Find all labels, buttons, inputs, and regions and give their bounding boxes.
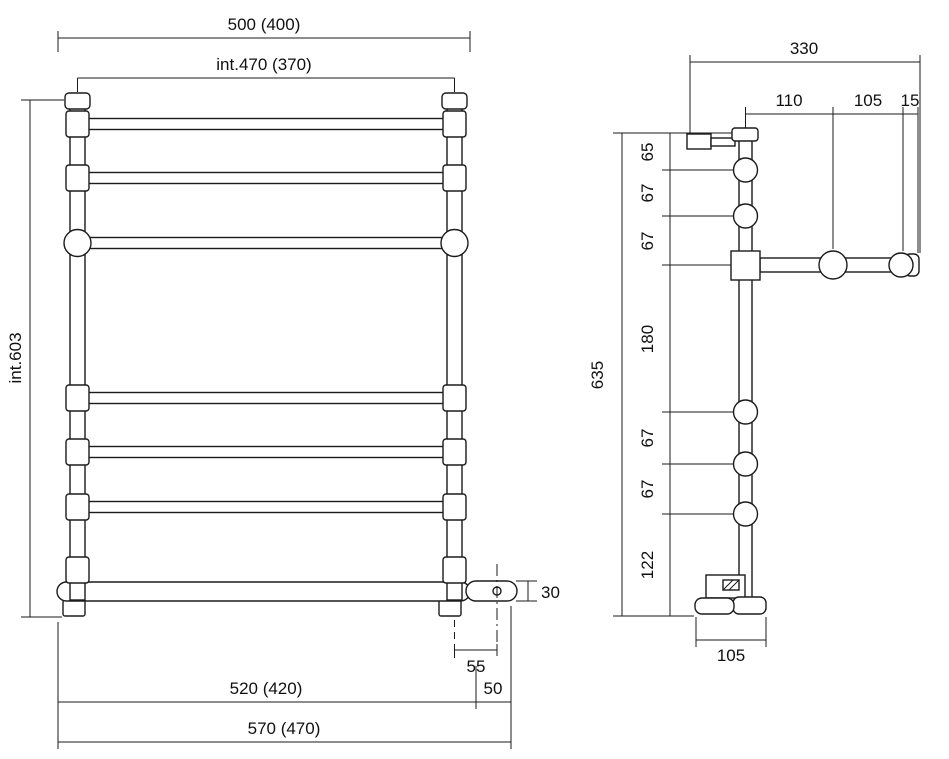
dim-side-depth: 330	[790, 39, 818, 58]
valve-elbow	[732, 596, 767, 615]
coupler	[442, 384, 467, 412]
coupler	[442, 164, 467, 192]
dim-side-seg7: 122	[638, 551, 657, 579]
coupler	[442, 556, 467, 584]
wall-bracket-arm	[710, 137, 736, 147]
swivel-joint-left	[63, 228, 92, 258]
coupler	[65, 110, 90, 138]
dim-front-valve-extent: 50	[484, 679, 503, 698]
rung	[83, 117, 449, 131]
rung	[83, 445, 449, 459]
rung-end	[732, 157, 759, 183]
valve-lobe	[694, 597, 735, 615]
rung-end	[732, 399, 759, 425]
dim-side-seg1: 65	[638, 143, 657, 162]
foot-right	[438, 599, 462, 617]
dim-side-arm-a: 110	[775, 91, 802, 110]
valve-outlet	[465, 580, 518, 602]
dim-front-height: int.603	[6, 332, 25, 383]
coupler	[65, 556, 90, 584]
coupler	[442, 438, 467, 466]
front-view	[56, 92, 518, 617]
dim-side-arm-c: 15	[901, 91, 920, 110]
dim-front-base-width: 520 (420)	[230, 679, 303, 698]
rung-end	[732, 203, 759, 229]
top-cap-left	[64, 92, 91, 110]
rung	[83, 500, 449, 514]
dim-side-seg3: 67	[638, 232, 657, 251]
dim-side-height: 635	[588, 361, 607, 389]
arm-joint-large	[818, 250, 848, 280]
side-tube-cap	[731, 127, 759, 142]
coupler	[65, 438, 90, 466]
rung	[83, 236, 449, 250]
dim-side-seg2: 67	[638, 184, 657, 203]
coupler	[442, 110, 467, 138]
coupler	[65, 384, 90, 412]
side-view-dimensions: 330 110 105 15 635 65 67 67 180 67 67 12…	[588, 39, 921, 665]
rung-end	[732, 501, 759, 527]
coupler	[65, 164, 90, 192]
side-view	[686, 127, 920, 615]
dim-side-seg5: 67	[638, 429, 657, 448]
dim-side-seg6: 67	[638, 480, 657, 499]
wall-bracket-plate	[686, 133, 712, 150]
arm-joint-small	[888, 252, 914, 278]
bottom-rail	[56, 581, 471, 602]
dim-side-valve-width: 105	[717, 646, 745, 665]
dim-front-valve-height: 30	[541, 583, 560, 602]
dim-side-seg4: 180	[638, 325, 657, 353]
dim-front-inner-width: int.470 (370)	[216, 55, 311, 74]
arm-coupler	[730, 250, 761, 281]
coupler	[442, 493, 467, 521]
rung	[83, 171, 449, 185]
rung	[83, 391, 449, 405]
rung-end	[732, 451, 759, 477]
top-cap-right	[441, 92, 468, 110]
swivel-joint-right	[440, 228, 469, 258]
foot-left	[62, 599, 86, 617]
dim-side-arm-b: 105	[854, 91, 882, 110]
coupler	[65, 493, 90, 521]
front-view-dimensions: 500 (400) int.470 (370) int.603 55 30	[6, 15, 560, 749]
dim-front-overall-width: 570 (470)	[248, 719, 321, 738]
valve-detail	[722, 579, 740, 591]
dim-front-top-width: 500 (400)	[228, 15, 301, 34]
